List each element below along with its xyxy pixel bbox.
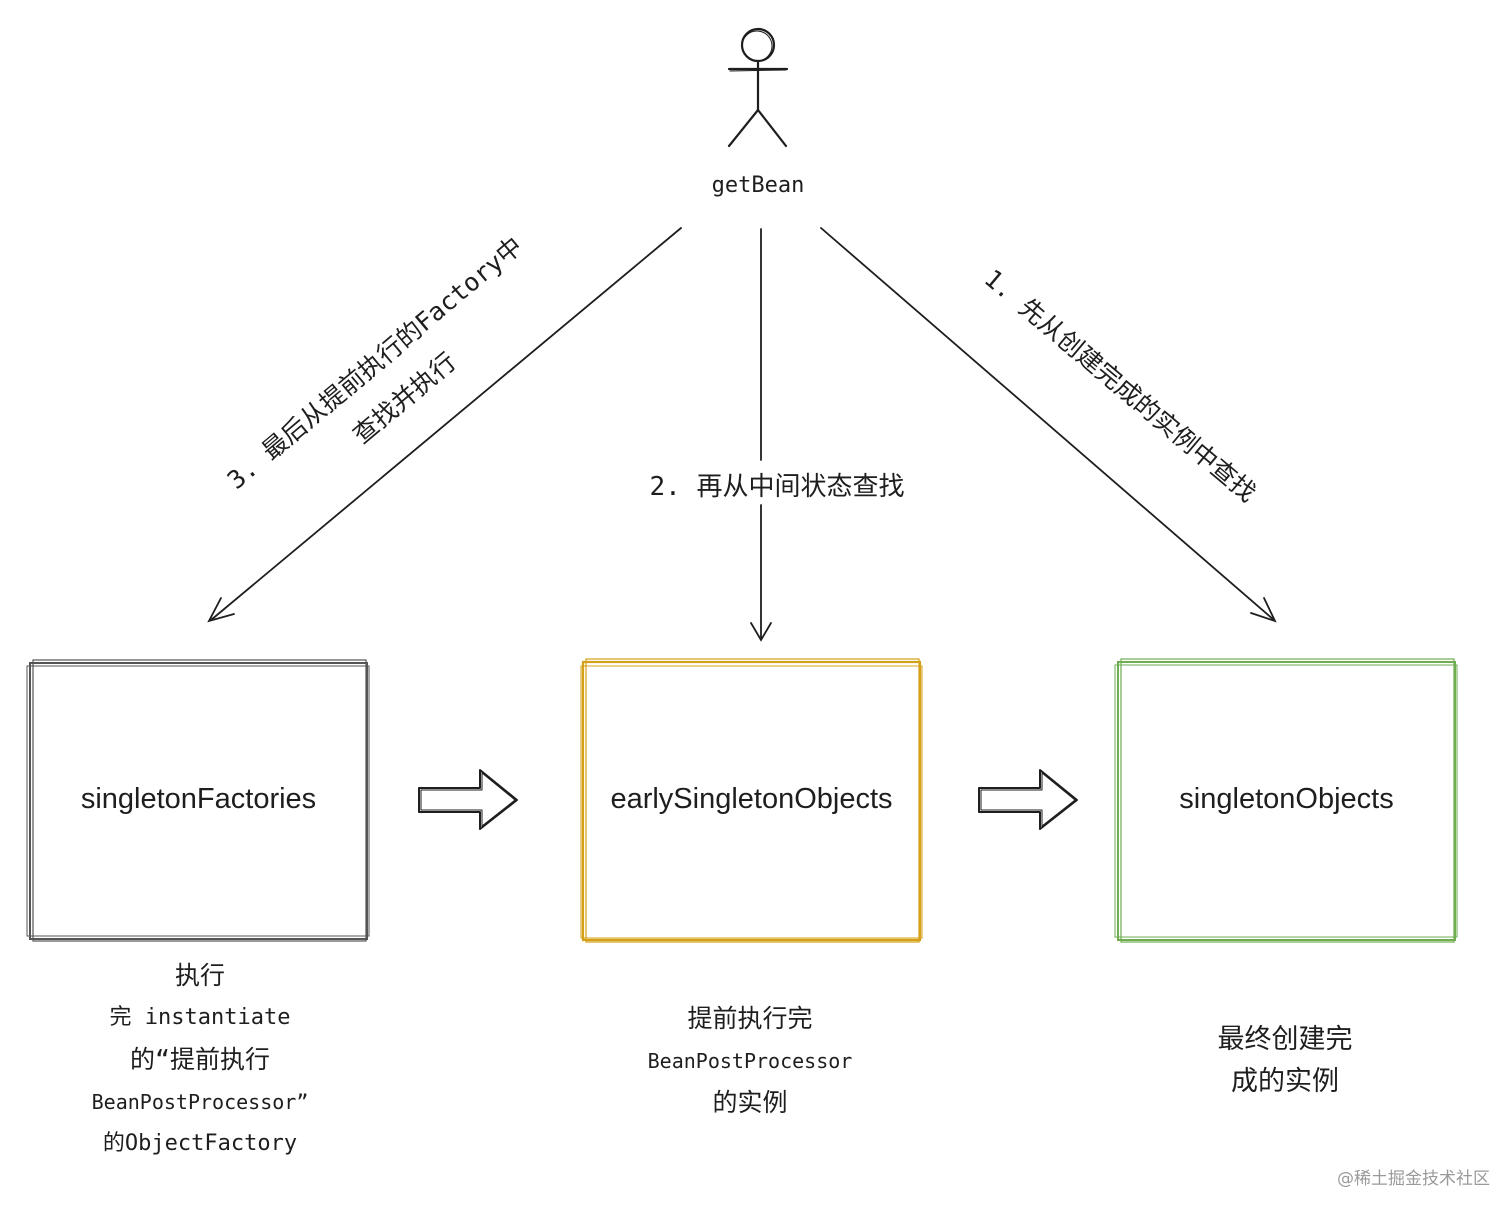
edge-left-line <box>210 227 682 621</box>
watermark: @稀土掘金技术社区 <box>1337 1169 1490 1189</box>
actor-label: getBean <box>711 173 805 198</box>
caption-left-line-3: 的“提前执行 <box>129 1045 271 1074</box>
caption-right-line-1: 最终创建完 <box>1217 1024 1353 1055</box>
caption-singleton-factories: 执行 完 instantiate 的“提前执行 BeanPostProcesso… <box>60 955 340 1165</box>
caption-middle-line-2: BeanPostProcessor <box>647 1049 853 1073</box>
caption-left-line-1: 执行 <box>174 961 225 990</box>
edge-left-arrowhead <box>207 597 235 623</box>
box-singleton-factories <box>26 659 370 942</box>
box-label-early-singleton-objects: earlySingletonObjects <box>610 783 893 815</box>
edge-middle-arrowhead <box>750 622 772 642</box>
caption-left-line-2: 完 instantiate <box>109 1005 291 1030</box>
block-arrow-2-icon <box>978 769 1078 830</box>
box-label-singleton-objects: singletonObjects <box>1179 783 1394 815</box>
caption-early-singleton-objects: 提前执行完 BeanPostProcessor 的实例 <box>610 998 890 1124</box>
caption-middle-line-3: 的实例 <box>712 1088 788 1117</box>
box-early-singleton-objects <box>580 658 923 943</box>
caption-middle-line-1: 提前执行完 <box>687 1004 813 1033</box>
box-singleton-objects <box>1114 658 1458 943</box>
caption-right-line-2: 成的实例 <box>1231 1066 1339 1097</box>
box-label-singleton-factories: singletonFactories <box>80 783 317 815</box>
block-arrow-1-icon <box>418 769 518 830</box>
actor-icon <box>727 27 789 148</box>
edge-right-line <box>820 227 1275 621</box>
caption-left-line-4: BeanPostProcessor” <box>91 1090 309 1114</box>
caption-left-line-5: 的ObjectFactory <box>102 1131 298 1156</box>
edge-middle-label: 2. 再从中间状态查找 <box>649 472 905 502</box>
caption-singleton-objects: 最终创建完 成的实例 <box>1145 1019 1425 1103</box>
edge-right-arrowhead <box>1250 597 1277 623</box>
